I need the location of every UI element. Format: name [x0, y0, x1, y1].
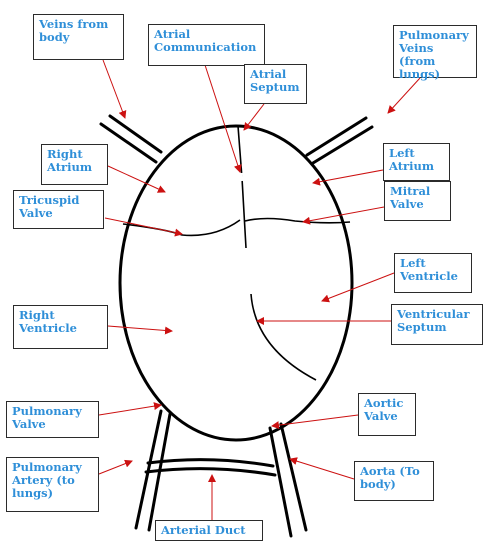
mitral-valve-line — [244, 217, 351, 224]
heart-outline — [118, 124, 354, 442]
arrow-atrial-communication — [204, 64, 242, 173]
aorta-line-right — [279, 422, 308, 532]
arrow-mitral-valve — [302, 206, 385, 225]
arrow-pulmonary-valve — [98, 402, 162, 416]
label-arterial-duct: Arterial Duct — [155, 520, 263, 541]
arterial-duct-line-bottom — [144, 467, 277, 477]
tricuspid-valve-line — [122, 219, 241, 237]
arrow-aorta — [289, 457, 355, 480]
atrial-septum-line — [237, 125, 247, 249]
ventricular-septum-line — [250, 293, 317, 381]
label-aorta: Aorta (To body) — [354, 461, 434, 501]
label-ventricular-septum: Ventricular Septum — [391, 304, 483, 345]
label-left-ventricle: Left Ventricle — [394, 253, 472, 293]
label-tricuspid-valve: Tricuspid Valve — [13, 190, 104, 229]
arrow-aortic-valve — [271, 414, 359, 430]
vena-cava-line-inner — [108, 114, 163, 154]
arrow-right-atrium — [107, 165, 166, 193]
label-atrial-septum: Atrial Septum — [244, 64, 307, 104]
label-atrial-communication: Atrial Communication — [148, 24, 265, 66]
arrow-pulmonary-veins — [387, 77, 421, 114]
arrow-veins-from-body — [102, 59, 127, 119]
label-right-atrium: Right Atrium — [41, 144, 108, 185]
label-right-ventricle: Right Ventricle — [13, 305, 108, 349]
label-veins-from-body: Veins from body — [33, 14, 124, 60]
arrow-tricuspid-valve — [104, 217, 183, 237]
arrow-right-ventricle — [107, 325, 173, 335]
label-mitral-valve: Mitral Valve — [384, 181, 451, 221]
arrow-pulmonary-artery — [98, 459, 133, 475]
arrow-left-ventricle — [321, 272, 395, 303]
arrow-atrial-septum — [243, 103, 265, 131]
label-pulmonary-artery: Pulmonary Artery (to lungs) — [6, 457, 99, 512]
atrial-communication-gap — [239, 172, 244, 182]
label-pulmonary-valve: Pulmonary Valve — [6, 401, 99, 438]
label-pulmonary-veins: Pulmonary Veins (from lungs) — [393, 25, 477, 81]
label-left-atrium: Left Atrium — [383, 143, 450, 181]
pulmonary-vein-line-outer — [305, 116, 368, 157]
pulmonary-artery-line-left — [134, 409, 163, 530]
arrow-left-atrium — [312, 169, 384, 186]
aorta-line-left — [268, 426, 293, 538]
pulmonary-vein-line-inner — [311, 125, 374, 165]
arterial-duct-line-top — [146, 458, 275, 468]
label-aortic-valve: Aortic Valve — [358, 393, 416, 436]
vena-cava-line-outer — [99, 122, 158, 164]
